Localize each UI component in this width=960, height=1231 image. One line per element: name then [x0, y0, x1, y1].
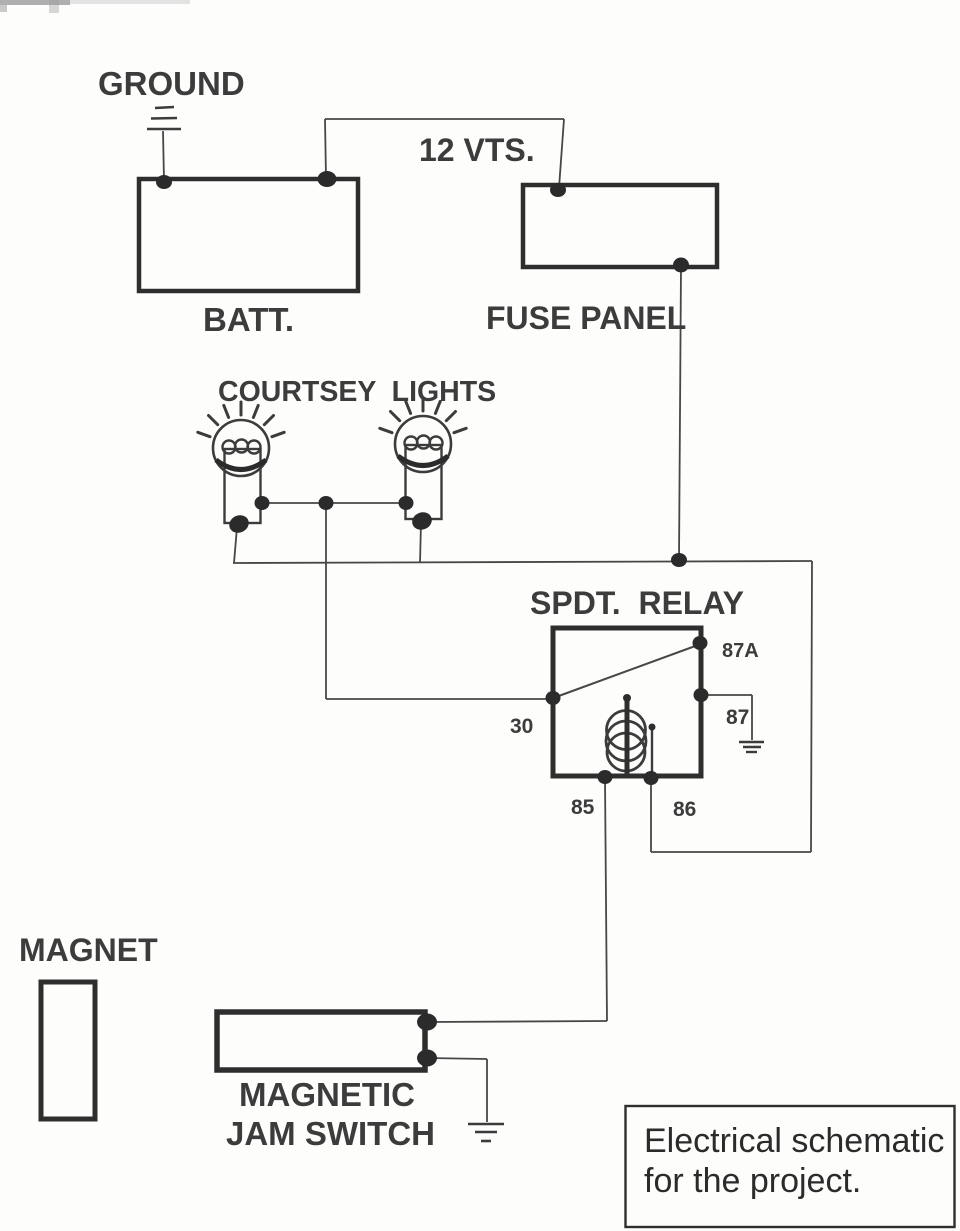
wire-fuse-to-bus [678, 265, 682, 561]
wires [162, 118, 813, 1122]
terminal-label-86: 86 [673, 798, 696, 821]
wire-battery-up [324, 118, 327, 179]
light-rays [378, 396, 468, 435]
junction-dot [550, 183, 566, 197]
light-bulb-icon-left [196, 400, 286, 525]
wire-jam-switch-out [426, 1057, 488, 1060]
wire-left-bulb-to-bus [233, 526, 238, 564]
scan-smudge [0, 5, 7, 12]
caption-line2: for the project. [644, 1162, 861, 1200]
relay-armature [555, 644, 699, 698]
bulb-socket [223, 447, 262, 525]
fuse-panel-label: FUSE PANEL [486, 300, 686, 336]
wire-to-jam-switch [426, 1020, 608, 1023]
scan-artifact [0, 0, 190, 13]
ground-label: GROUND [98, 65, 245, 102]
jam-switch-label-line2: JAM SWITCH [226, 1115, 435, 1152]
voltage-label: 12 VTS. [419, 132, 535, 168]
caption-line1: Electrical schematic [644, 1122, 944, 1160]
terminal-dot-85 [597, 770, 613, 784]
caption-box: Electrical schematic for the project. [624, 1104, 956, 1229]
terminal-dot-87a [692, 636, 708, 650]
jam-switch-box [214, 1009, 428, 1073]
fuse-panel-box [520, 182, 720, 270]
magnet-label: MAGNET [19, 932, 158, 968]
junction-dots [156, 171, 709, 1067]
junction-dot [398, 496, 414, 510]
junction-dot [671, 553, 687, 567]
terminal-label-87a: 87A [722, 640, 759, 662]
terminal-label-30: 30 [510, 715, 533, 738]
terminal-label-87: 87 [726, 706, 749, 729]
junction-dot [412, 512, 432, 530]
junction-dot [417, 1049, 437, 1067]
scan-smudge [0, 0, 70, 5]
ground-icon-relay-87 [739, 740, 764, 754]
junction-dot [254, 496, 270, 510]
terminal-dot-86 [643, 771, 659, 785]
scan-smudge [49, 0, 59, 13]
junction-dot [156, 175, 172, 189]
wire-down-to-fuse [558, 118, 565, 189]
wire-ground-to-battery [162, 130, 165, 182]
wire-85-down [604, 778, 608, 1022]
terminal-dot-30 [545, 691, 561, 705]
ground-icon-battery [147, 105, 181, 131]
junction-dot [317, 171, 337, 187]
battery-label: BATT. [203, 301, 294, 338]
light-bulb-icon-right [378, 396, 468, 521]
scan-smudge [70, 0, 190, 4]
junction-dot [673, 257, 689, 273]
wire-bus-right-drop [810, 560, 813, 853]
junction-dot [417, 1013, 437, 1031]
wire-bus [232, 560, 813, 564]
junction-dot [229, 515, 249, 533]
battery-box [136, 176, 361, 294]
jam-switch-label-line1: MAGNETIC [239, 1076, 415, 1113]
light-rays [196, 400, 286, 439]
junction-dot [318, 496, 334, 510]
caption-border [624, 1104, 956, 1229]
terminal-dot-87 [693, 688, 709, 702]
ground-icon-jam-switch [468, 1122, 504, 1143]
courtesy-lights-label: COURTSEY LIGHTS [218, 376, 496, 408]
terminal-label-85: 85 [571, 796, 595, 819]
relay-title-label: SPDT. RELAY [530, 585, 744, 621]
magnet-box [38, 979, 98, 1122]
relay-coil-icon [604, 694, 656, 775]
